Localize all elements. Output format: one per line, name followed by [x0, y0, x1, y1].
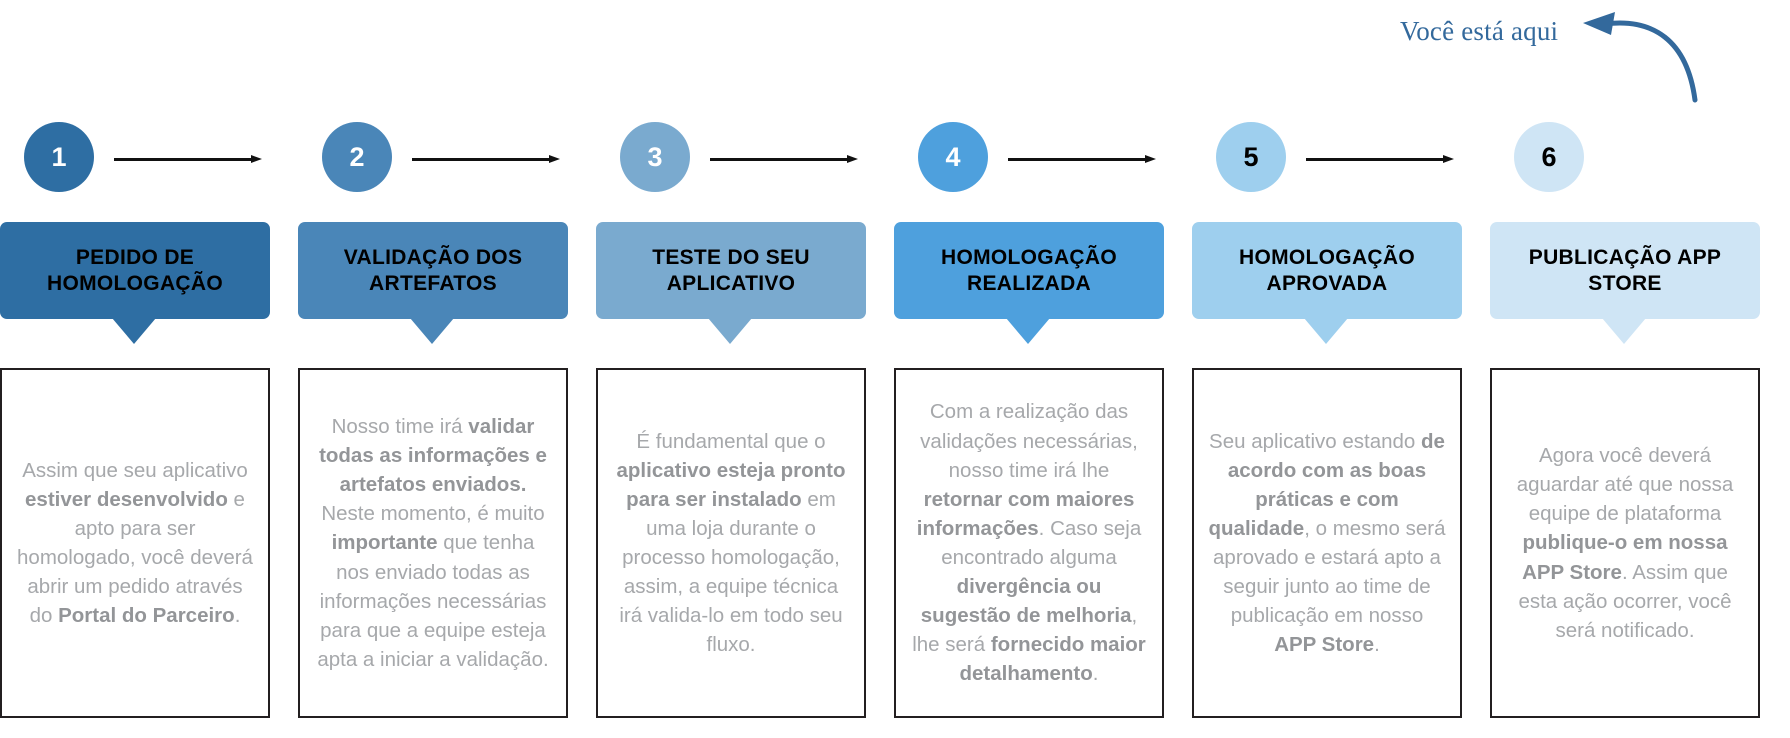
arrow-right-icon	[710, 155, 858, 164]
step-marker-2: 2	[284, 118, 582, 196]
card-cell-5: Seu aplicativo estando de acordo com as …	[1178, 368, 1476, 718]
step-marker-5: 5	[1178, 118, 1476, 196]
arrow-right-icon	[412, 155, 560, 164]
step-banner-title: TESTE DO SEU APLICATIVO	[652, 245, 810, 295]
step-description-card-6: Agora você deverá aguardar até que nossa…	[1490, 368, 1760, 718]
step-banner-title: PEDIDO DE HOMOLOGAÇÃO	[47, 245, 223, 295]
step-circle-5[interactable]: 5	[1216, 122, 1286, 192]
step-banner-title: VALIDAÇÃO DOS ARTEFATOS	[343, 245, 523, 295]
banner-cell-2: VALIDAÇÃO DOS ARTEFATOS	[284, 222, 582, 352]
step-description-card-5: Seu aplicativo estando de acordo com as …	[1192, 368, 1462, 718]
step-circle-1[interactable]: 1	[24, 122, 94, 192]
step-banner-strip: PEDIDO DE HOMOLOGAÇÃO VALIDAÇÃO DOS ARTEF…	[0, 222, 1790, 352]
step-circle-3[interactable]: 3	[620, 122, 690, 192]
step-banner-4[interactable]: HOMOLOGAÇÃO REALIZADA	[894, 222, 1164, 319]
banner-cell-1: PEDIDO DE HOMOLOGAÇÃO	[0, 222, 284, 352]
step-description-text: Nosso time irá validar todas as informaç…	[317, 415, 549, 671]
step-description-card-1: Assim que seu aplicativo estiver desenvo…	[0, 368, 270, 718]
arrow-right-icon	[114, 155, 262, 164]
card-cell-1: Assim que seu aplicativo estiver desenvo…	[0, 368, 284, 718]
card-cell-3: É fundamental que o aplicativo esteja pr…	[582, 368, 880, 718]
banner-pointer-5	[1304, 318, 1348, 344]
banner-cell-5: HOMOLOGAÇÃO APROVADA	[1178, 222, 1476, 352]
step-description-text: Assim que seu aplicativo estiver desenvo…	[17, 458, 253, 628]
card-cell-2: Nosso time irá validar todas as informaç…	[284, 368, 582, 718]
step-circle-4[interactable]: 4	[918, 122, 988, 192]
step-banner-title: HOMOLOGAÇÃO REALIZADA	[941, 245, 1117, 295]
step-marker-3: 3	[582, 118, 880, 196]
step-banner-6[interactable]: PUBLICAÇÃO APP STORE	[1490, 222, 1760, 319]
banner-cell-3: TESTE DO SEU APLICATIVO	[582, 222, 880, 352]
step-description-text: Seu aplicativo estando de acordo com as …	[1208, 429, 1446, 657]
banner-pointer-2	[410, 318, 454, 344]
step-description-card-4: Com a realização das validações necessár…	[894, 368, 1164, 718]
banner-cell-6: PUBLICAÇÃO APP STORE	[1476, 222, 1774, 352]
step-marker-4: 4	[880, 118, 1178, 196]
step-banner-2[interactable]: VALIDAÇÃO DOS ARTEFATOS	[298, 222, 568, 319]
step-banner-title: PUBLICAÇÃO APP STORE	[1528, 245, 1722, 295]
banner-pointer-6	[1602, 318, 1646, 344]
banner-cell-4: HOMOLOGAÇÃO REALIZADA	[880, 222, 1178, 352]
curved-arrow-icon	[1583, 12, 1698, 103]
step-circle-6[interactable]: 6	[1514, 122, 1584, 192]
arrow-right-icon	[1306, 155, 1454, 164]
step-number-strip: 1 2 3 4 5 6	[0, 118, 1790, 196]
step-marker-6: 6	[1476, 118, 1774, 196]
step-description-text: É fundamental que o aplicativo esteja pr…	[616, 429, 846, 657]
banner-pointer-4	[1006, 318, 1050, 344]
step-description-card-3: É fundamental que o aplicativo esteja pr…	[596, 368, 866, 718]
you-are-here-label: Você está aqui	[1400, 16, 1559, 46]
step-description-strip: Assim que seu aplicativo estiver desenvo…	[0, 368, 1790, 733]
step-banner-title: HOMOLOGAÇÃO APROVADA	[1239, 245, 1415, 295]
step-description-card-2: Nosso time irá validar todas as informaç…	[298, 368, 568, 718]
banner-pointer-3	[708, 318, 752, 344]
banner-pointer-1	[112, 318, 156, 344]
step-banner-5[interactable]: HOMOLOGAÇÃO APROVADA	[1192, 222, 1462, 319]
step-circle-2[interactable]: 2	[322, 122, 392, 192]
card-cell-4: Com a realização das validações necessár…	[880, 368, 1178, 718]
step-description-text: Agora você deverá aguardar até que nossa…	[1516, 444, 1734, 642]
card-cell-6: Agora você deverá aguardar até que nossa…	[1476, 368, 1774, 718]
step-banner-3[interactable]: TESTE DO SEU APLICATIVO	[596, 222, 866, 319]
arrow-right-icon	[1008, 155, 1156, 164]
step-marker-1: 1	[0, 118, 284, 196]
step-banner-1[interactable]: PEDIDO DE HOMOLOGAÇÃO	[0, 222, 270, 319]
you-are-here-annotation: Você está aqui	[1400, 8, 1790, 113]
step-description-text: Com a realização das validações necessár…	[912, 400, 1146, 686]
